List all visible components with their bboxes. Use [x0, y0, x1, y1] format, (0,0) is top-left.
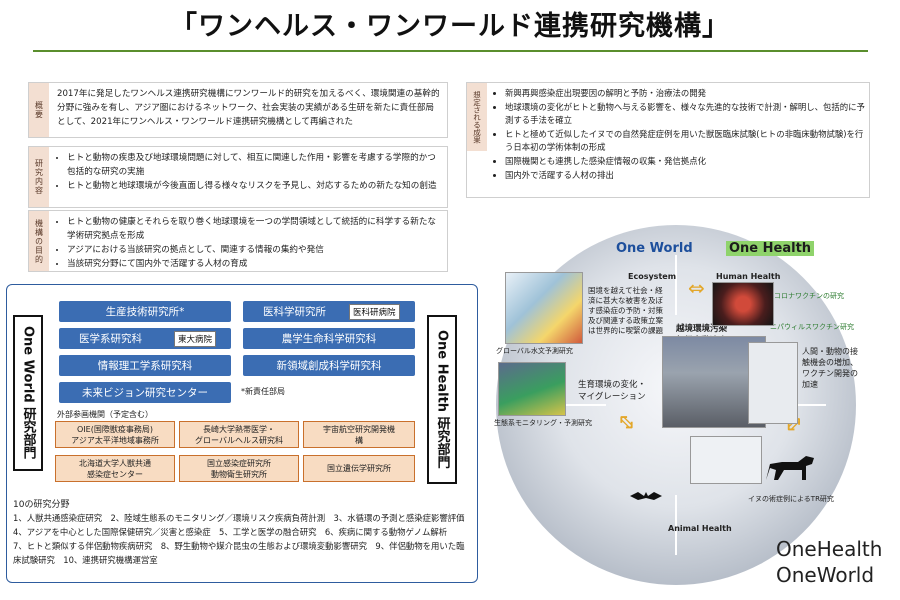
ecosystem-satellite-image	[498, 362, 566, 416]
human-model-image	[748, 342, 798, 424]
list-item: ヒトと極めて近似したイヌでの自然発症症例を用いた獣医臨床試験(ヒトの非臨床動物試…	[505, 128, 865, 155]
page-title: 「ワンヘルス・ワンワールド連携研究機構」	[170, 11, 730, 42]
research-content-tag: 研究内容	[29, 147, 49, 207]
fields-title: 10の研究分野	[13, 500, 70, 510]
migration-text: 生育環境の変化・ マイグレーション	[578, 380, 647, 402]
list-item: 国際機関とも連携した感染症情報の収集・発信拠点化	[505, 155, 865, 169]
ecosystem-text: 国境を越えて社会・経済に甚大な被害を及ぼす感染症の予防・対策及び関連する政策立案…	[588, 286, 663, 335]
bat-icon	[630, 492, 662, 500]
list-item: 当該研究分野にて国内外で活躍する人材の育成	[67, 257, 441, 271]
outcomes-tag: 想定される成果	[467, 83, 487, 151]
external-oie: OIE(国際獣疫事務局) アジア太平洋地域事務所	[55, 421, 175, 448]
animal-health-label: Animal Health	[668, 524, 732, 533]
one-world-heading: One World	[616, 241, 693, 256]
organization-panel: One World 研究部門 One Health 研究部門 生産技術研究所* …	[6, 284, 478, 583]
outcomes-box: 想定される成果 新興再興感染症出現要因の解明と予防・治療法の開発 地球環境の変化…	[466, 82, 870, 198]
corona-label: コロナワクチンの研究	[774, 292, 844, 300]
external-hokkaido: 北海道大学人獣共通 感染症センター	[55, 455, 175, 482]
list-item: ヒトと動物の健康とそれらを取り巻く地球環境を一つの学問領域として統括的に科学する…	[67, 215, 441, 243]
one-health-division-label: One Health 研究部門	[427, 315, 457, 484]
org-unit-agriculture: 農学生命科学研究科	[243, 328, 415, 349]
external-jaxa: 宇宙航空研究開発機 構	[303, 421, 415, 448]
list-item: 国内外で活躍する人材の排出	[505, 169, 865, 183]
org-unit-ifi: 未来ビジョン研究センター	[59, 382, 231, 403]
global-water-label: グローバル水文予測研究	[496, 347, 573, 355]
org-unit-iis: 生産技術研究所*	[59, 301, 231, 322]
purpose-tag: 機構の目的	[29, 211, 49, 271]
list-item: ヒトと動物と地球環境が今後直面し得る様々なリスクを予見し、対応するための新たな知…	[67, 179, 441, 193]
purpose-list: ヒトと動物の健康とそれらを取り巻く地球環境を一つの学問領域として統括的に科学する…	[55, 215, 441, 271]
global-map-image	[505, 272, 583, 344]
oneworld-logo: OneWorld	[776, 563, 875, 587]
purpose-box: 機構の目的 ヒトと動物の健康とそれらを取り巻く地球環境を一つの学問領域として統括…	[28, 210, 448, 272]
overview-text: 2017年に発足したワンヘルス連携研究機構にワンワールド的研究を加えるべく、環境…	[57, 89, 440, 127]
one-health-heading: One Health	[726, 241, 815, 256]
eco-monitor-label: 生態系モニタリング・予測研究	[494, 419, 592, 427]
overview-box: 概要 2017年に発足したワンヘルス連携研究機構にワンワールド的研究を加えるべく…	[28, 82, 448, 138]
org-unit-ist: 情報理工学系研究科	[59, 355, 231, 376]
org-unit-frontier: 新領域創成科学研究科	[243, 355, 415, 376]
ims-hospital-tag: 医科研病院	[349, 304, 400, 320]
list-item: アジアにおける当該研究の拠点として、関連する情報の集約や発信	[67, 243, 441, 257]
title-divider	[33, 50, 868, 52]
ut-hospital-tag: 東大病院	[174, 331, 217, 347]
external-title: 外部参画機関（予定含む）	[57, 410, 153, 419]
list-item: 新興再興感染症出現要因の解明と予防・治療法の開発	[505, 87, 865, 101]
dog-tr-label: イヌの術症例によるTR研究	[748, 495, 834, 503]
contact-text: 人間・動物の接触機会の増加、ワクチン開発の加速	[802, 347, 858, 389]
external-nig: 国立遺伝学研究所	[303, 455, 415, 482]
research-content-box: 研究内容 ヒトと動物の疾患及び地球環境問題に対して、相互に関連した作用・影響を考…	[28, 146, 448, 208]
onehealth-logo: OneHealth	[776, 537, 883, 561]
ecosystem-label: Ecosystem	[628, 272, 677, 281]
virus-image	[712, 282, 774, 326]
outcomes-list: 新興再興感染症出現要因の解明と予防・治療法の開発 地球環境の変化がヒトと動物へ与…	[493, 87, 865, 182]
external-nagasaki: 長崎大学熱帯医学・ グローバルヘルス研究科	[179, 421, 299, 448]
left-right-arrow-icon: ⇔	[688, 276, 705, 300]
new-lead-note: *新責任部局	[241, 387, 285, 396]
human-health-label: Human Health	[716, 272, 781, 281]
list-item: 地球環境の変化がヒトと動物へ与える影響を、様々な先進的な技術で計測・解明し、包括…	[505, 101, 865, 128]
list-item: ヒトと動物の疾患及び地球環境問題に対して、相互に関連した作用・影響を考慮する学際…	[67, 151, 441, 179]
animal-diagram-image	[690, 436, 762, 484]
research-content-list: ヒトと動物の疾患及び地球環境問題に対して、相互に関連した作用・影響を考慮する学際…	[55, 151, 441, 193]
fields-text: 1、人獣共通感染症研究 2、陸域生態系のモニタリング／環境リスク疾病負荷計測 3…	[13, 513, 473, 565]
nipah-label: ニパウィルスワクチン研究	[770, 323, 854, 331]
dog-icon	[766, 456, 814, 480]
one-world-division-label: One World 研究部門	[13, 315, 43, 471]
overview-tag: 概要	[29, 83, 49, 137]
external-niid: 国立感染症研究所 動物衛生研究所	[179, 455, 299, 482]
